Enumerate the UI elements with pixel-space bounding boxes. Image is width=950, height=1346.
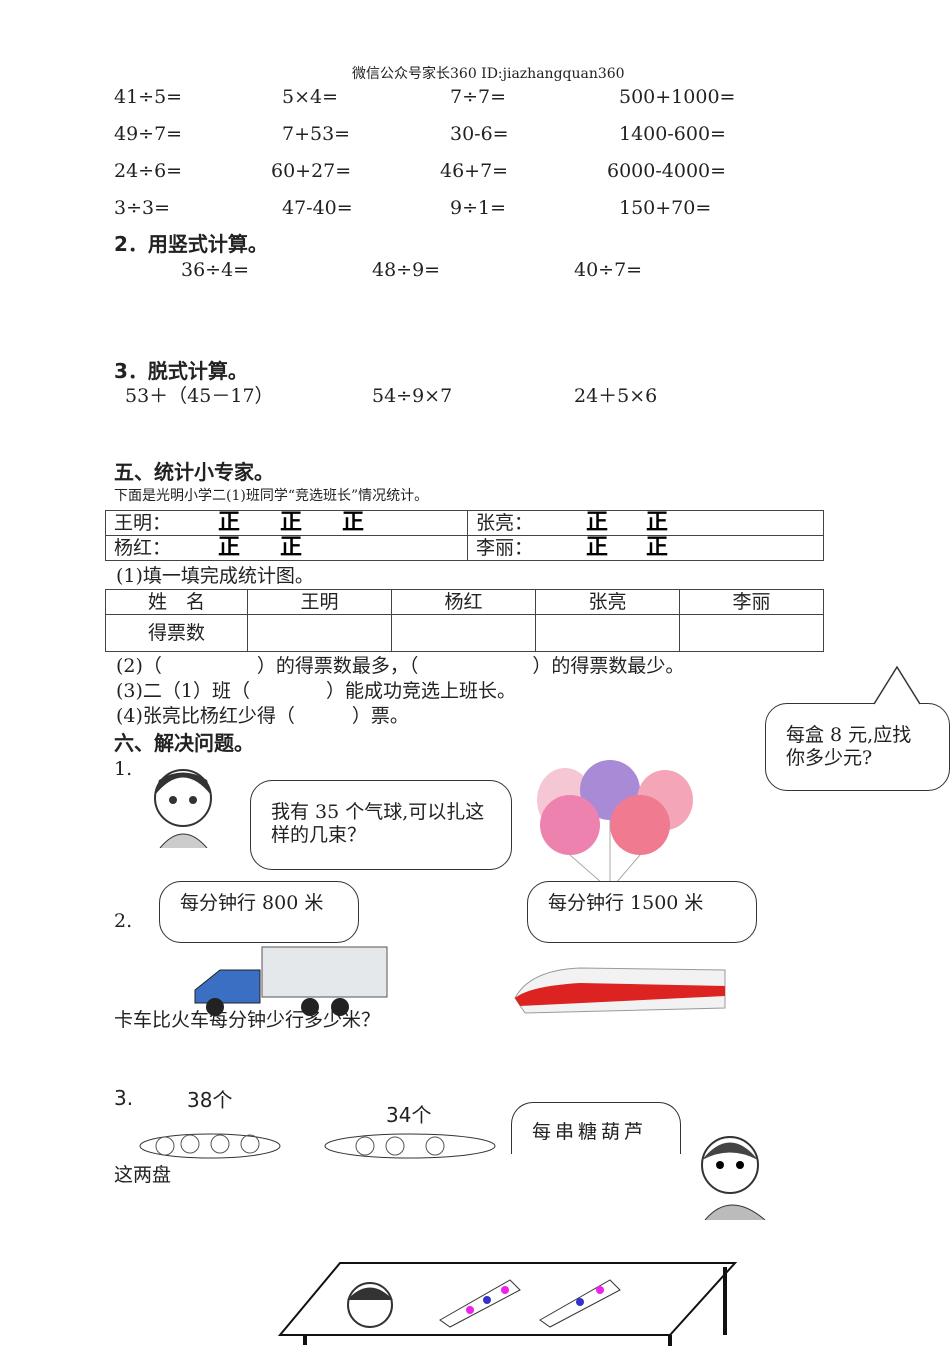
oral-calc-item: 5×4= xyxy=(282,86,339,108)
bubble-tail xyxy=(873,665,921,705)
speech-bubble: 我有 35 个气球,可以扎这样的几束？ xyxy=(250,780,512,870)
table-header: 杨红 xyxy=(391,589,536,615)
tally-table: 王明：张亮： 杨红：李丽： xyxy=(105,510,824,561)
tally-mark: 正 xyxy=(280,535,303,560)
watermark: 微信公众号家长360 ID:jiazhangquan360 xyxy=(352,66,625,82)
tally-label: 李丽： xyxy=(467,535,824,561)
train-illustration xyxy=(514,967,726,1014)
tally-label: 王明： xyxy=(105,510,468,536)
vertical-item: 36÷4= xyxy=(181,259,250,281)
oral-calc-item: 60+27= xyxy=(271,160,352,182)
truck-speed-bubble: 每分钟行 800 米 xyxy=(159,881,359,943)
tally-mark: 正 xyxy=(586,535,609,560)
section-2-title: 2．用竖式计算。 xyxy=(114,232,268,256)
problem-2-number: 2. xyxy=(114,910,133,932)
section-5-title: 五、统计小专家。 xyxy=(114,460,274,484)
oral-calc-item: 30-6= xyxy=(450,123,509,145)
problem-3-number: 3. xyxy=(114,1086,134,1110)
vote-count-table: 姓 名王明杨红张亮李丽 得票数 xyxy=(105,589,824,652)
tally-mark: 正 xyxy=(646,510,669,535)
table-header: 姓 名 xyxy=(105,589,248,615)
question-2: (2)（ ）的得票数最多，（ ）的得票数最少。 xyxy=(116,655,685,677)
table-with-candy-illustration xyxy=(277,1262,738,1346)
tally-mark: 正 xyxy=(218,535,241,560)
problem-1-number: 1. xyxy=(114,758,133,780)
truck-illustration xyxy=(194,946,388,1016)
row-label: 得票数 xyxy=(105,614,248,652)
oral-calc-item: 41÷5= xyxy=(114,86,183,108)
left-plate-count: 38个 xyxy=(187,1088,233,1112)
oral-calc-item: 47-40= xyxy=(282,197,353,219)
section-3-title: 3．脱式计算。 xyxy=(114,359,248,383)
oral-calc-item: 24÷6= xyxy=(114,160,183,182)
oral-calc-item: 6000-4000= xyxy=(607,160,727,182)
tally-mark: 正 xyxy=(218,510,241,535)
oral-calc-item: 49÷7= xyxy=(114,123,183,145)
question-1: (1)填一填完成统计图。 xyxy=(116,565,314,587)
table-header: 王明 xyxy=(247,589,392,615)
tally-mark: 正 xyxy=(586,510,609,535)
stepwise-item: 24＋5×6 xyxy=(574,385,658,407)
stepwise-item: 54÷9×7 xyxy=(372,385,453,407)
fruit-plates-illustration xyxy=(139,1133,496,1159)
tally-mark: 正 xyxy=(280,510,303,535)
tally-mark: 正 xyxy=(646,535,669,560)
oral-calc-item: 7÷7= xyxy=(450,86,507,108)
question-3: (3)二（1）班（ ）能成功竞选上班长。 xyxy=(116,680,517,702)
oral-calc-item: 3÷3= xyxy=(114,197,171,219)
problem-3-question: 这两盘 xyxy=(114,1164,172,1186)
problem-2-question: 卡车比火车每分钟少行多少米？ xyxy=(114,1009,381,1031)
vertical-item: 48÷9= xyxy=(372,259,441,281)
oral-calc-item: 500+1000= xyxy=(619,86,736,108)
table-header: 李丽 xyxy=(679,589,824,615)
vote-cell[interactable] xyxy=(535,614,680,652)
train-speed-bubble: 每分钟行 1500 米 xyxy=(527,881,757,943)
section-6-title: 六、解决问题。 xyxy=(114,731,254,755)
vertical-item: 40÷7= xyxy=(574,259,643,281)
tally-mark: 正 xyxy=(342,510,365,535)
vote-cell[interactable] xyxy=(679,614,824,652)
table-header: 张亮 xyxy=(535,589,680,615)
girl-illustration xyxy=(154,769,212,848)
vote-cell[interactable] xyxy=(391,614,536,652)
section-5-intro: 下面是光明小学二(1)班同学“竞选班长”情况统计。 xyxy=(114,488,429,504)
oral-calc-item: 9÷1= xyxy=(450,197,507,219)
candy-price-bubble: 每串糖葫芦 xyxy=(511,1102,681,1154)
question-4: (4)张亮比杨红少得（ ）票。 xyxy=(116,705,409,727)
oral-calc-item: 46+7= xyxy=(440,160,509,182)
oral-calc-item: 7+53= xyxy=(282,123,351,145)
tally-label: 杨红： xyxy=(105,535,468,561)
oral-calc-item: 150+70= xyxy=(619,197,712,219)
boy-illustration xyxy=(701,1136,766,1220)
speech-bubble-price: 每盒 8 元,应找你多少元? xyxy=(765,703,950,791)
stepwise-item: 53＋（45－17） xyxy=(125,385,274,407)
oral-calc-item: 1400-600= xyxy=(619,123,726,145)
balloons-illustration xyxy=(537,760,693,893)
right-plate-count: 34个 xyxy=(386,1103,432,1127)
vote-cell[interactable] xyxy=(247,614,392,652)
